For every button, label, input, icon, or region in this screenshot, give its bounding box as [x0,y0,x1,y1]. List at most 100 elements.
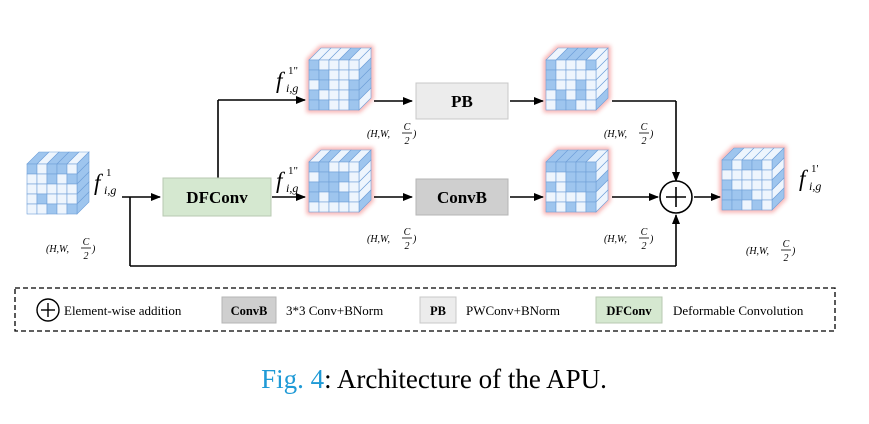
cube-cell [66,193,78,205]
shape-numerator: C [404,227,411,238]
cube-cell [46,173,58,185]
cube-cell [328,89,340,101]
cube-cell [328,191,340,203]
cube-cell [338,59,350,71]
cube-cell [585,79,597,91]
shape-prefix: (H,W, [46,244,69,255]
svg-text:i,g: i,g [286,181,298,195]
cube-cell [545,59,557,71]
shape-suffix: ) [412,234,417,245]
cube-cell [751,159,763,171]
cube-cell [565,89,577,101]
cube-cell [56,193,68,205]
cube-cell [308,89,320,101]
shape-numerator: C [783,239,790,250]
legend-dfconv-desc: Deformable Convolution [673,303,804,318]
shape-denominator: 2 [405,241,410,252]
cube-cell [308,181,320,193]
caption-figure-number: Fig. 4 [261,364,325,394]
cube-cell [575,201,587,213]
svg-text:f: f [94,170,104,195]
shape-label-output: (H,W,C2) [746,239,796,264]
cube-cell [338,99,350,111]
cube-cell [585,99,597,111]
cube-cell [751,199,763,211]
cube-cell [585,59,597,71]
cube-cell [36,183,48,195]
cube-cell [555,171,567,183]
input-feature-map [26,151,90,215]
cube-cell [575,99,587,111]
cube-cell [585,161,597,173]
cube-cell [308,69,320,81]
shape-suffix: ) [649,234,654,245]
cube-cell [721,199,733,211]
cube-cell [46,203,58,215]
cube-cell [575,89,587,101]
cube-cell [348,201,360,213]
cube-cell [545,161,557,173]
cube-cell [545,99,557,111]
svg-text:i,g: i,g [809,179,821,193]
cube-cell [26,193,38,205]
connections [122,96,721,267]
shape-suffix: ) [91,244,96,255]
svg-text:f: f [276,68,286,93]
cube-cell [555,191,567,203]
pb-label: PB [451,92,473,111]
shape-label-branch1: (H,W,C2) [367,122,417,147]
cube-cell [741,169,753,181]
element-wise-add-icon [659,180,693,214]
feature-symbol-branch1: f 1" i,g [276,65,298,95]
legend-pb-key: PB [430,304,446,318]
cube-cell [318,171,330,183]
cube-cell [721,189,733,201]
cube-cell [585,201,597,213]
cube-cell [348,89,360,101]
shape-prefix: (H,W, [604,129,627,140]
cube-cell [318,201,330,213]
legend-convb-key: ConvB [231,304,268,318]
cube-cell [555,181,567,193]
branch1-feature-map [306,45,374,113]
cube-cell [308,79,320,91]
convb-label: ConvB [437,188,487,207]
cube-cell [545,191,557,203]
cube-cell [338,201,350,213]
shape-denominator: 2 [642,136,647,147]
shape-denominator: 2 [405,136,410,147]
cube-cell [66,173,78,185]
shape-prefix: (H,W, [746,246,769,257]
cube-cell [545,171,557,183]
cube-cell [555,69,567,81]
cube-cell [308,59,320,71]
cube-cell [36,203,48,215]
cube-cell [575,59,587,71]
cube-cell [761,159,773,171]
cube-cell [741,179,753,191]
cube-cell [56,173,68,185]
cube-cell [761,169,773,181]
cube-cell [328,201,340,213]
shape-label-pb-output: (H,W,C2) [604,122,654,147]
cube-cell [26,183,38,195]
cube-cell [328,161,340,173]
cube-cell [545,69,557,81]
cube-cell [741,159,753,171]
cube-cell [555,201,567,213]
cube-cell [545,201,557,213]
shape-label-convb-output: (H,W,C2) [604,227,654,252]
cube-cell [308,99,320,111]
shape-label-branch2: (H,W,C2) [367,227,417,252]
cube-cell [308,201,320,213]
cube-cell [585,69,597,81]
svg-text:1: 1 [106,167,112,179]
cube-cell [721,179,733,191]
cube-cell [565,59,577,71]
cube-cell [348,59,360,71]
cube-cell [751,179,763,191]
cube-cell [585,89,597,101]
cube-cell [348,79,360,91]
cube-cell [348,161,360,173]
